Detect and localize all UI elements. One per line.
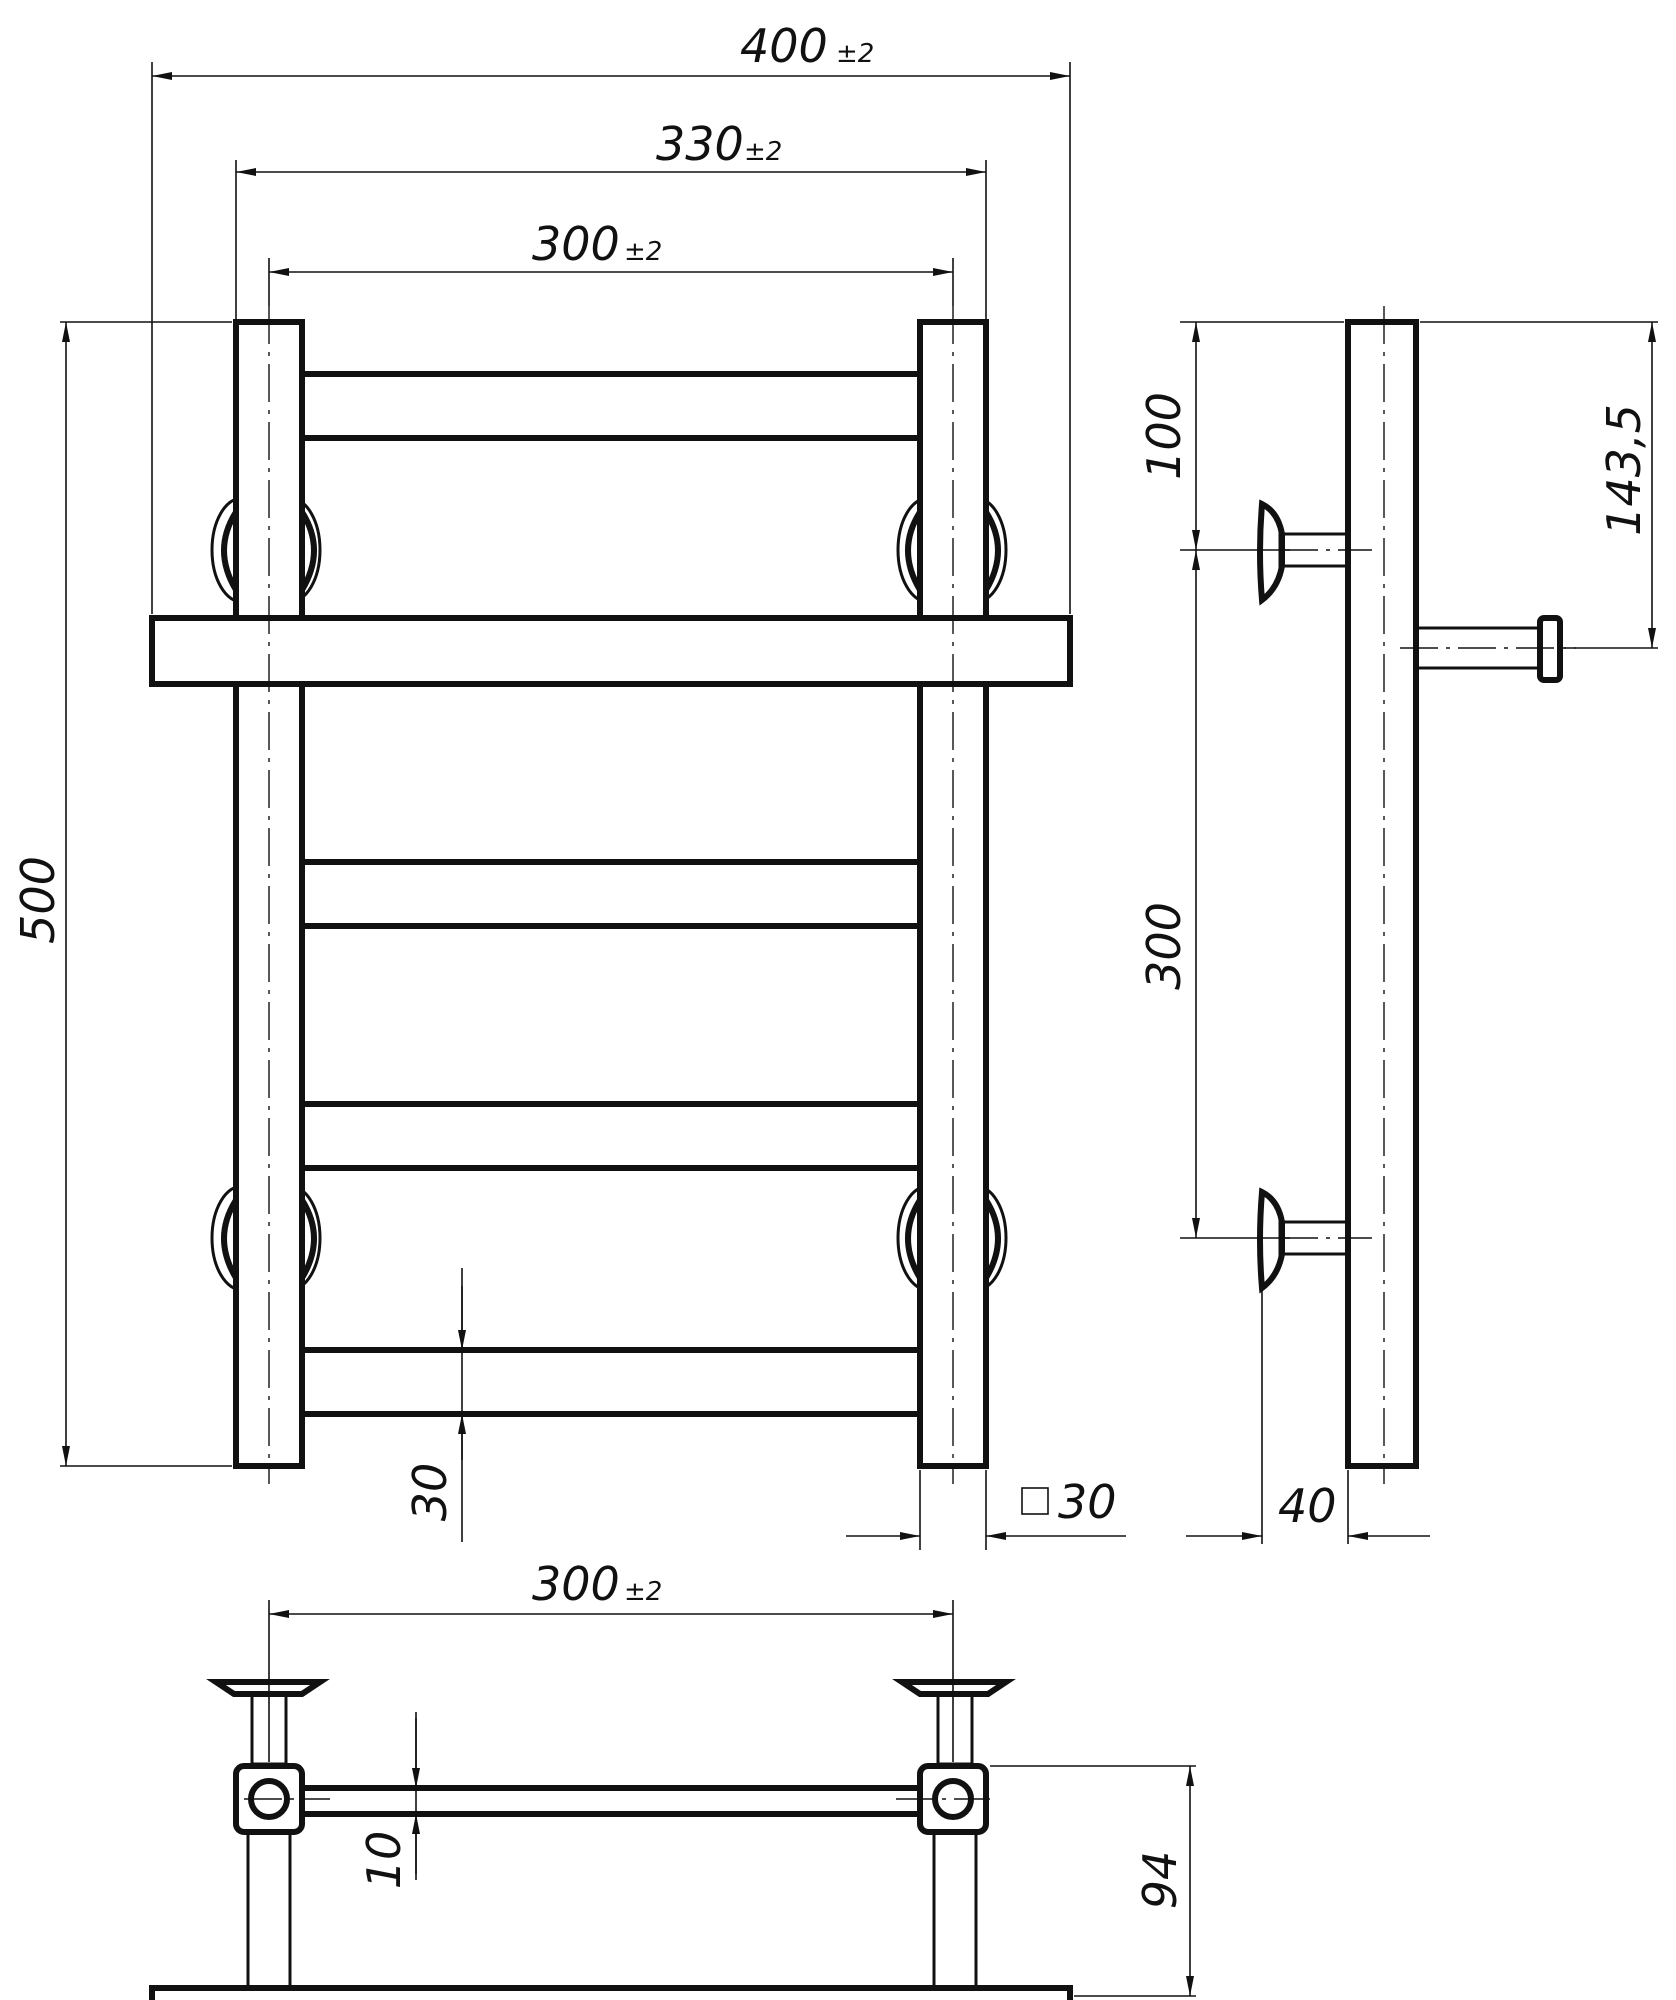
shelf-top-view (149, 1985, 1073, 2000)
shelf-holder (1400, 615, 1576, 683)
dim-total-width: 400 ±2 (152, 19, 1070, 80)
dim-depth: 40 (1186, 1479, 1430, 1540)
dim-inner-width: 300 ±2 (269, 217, 953, 276)
dim-bar-gap-value: 30 (403, 1463, 457, 1522)
dim-top-offset-value: 100 (1137, 392, 1191, 480)
dim-top-inner-width-tolerance: ±2 (624, 1577, 662, 1607)
dim-mount-spacing: 300 (1137, 550, 1200, 1238)
dim-inner-width-value: 300 (532, 217, 620, 271)
dim-height: 500 (11, 322, 70, 1466)
dim-top-inner-width: 300 ±2 (269, 1557, 953, 1618)
dim-total-depth: 94 (1133, 1766, 1194, 1996)
front-view: 400 ±2 330 ±2 300 ±2 500 30 (11, 19, 1126, 1550)
dim-bar-thickness: 10 (357, 1718, 420, 1890)
dim-outer-width-tolerance: ±2 (744, 137, 782, 167)
dim-tube-section: 30 (846, 1475, 1126, 1540)
dim-depth-value: 40 (1278, 1479, 1337, 1533)
dim-total-depth-value: 94 (1133, 1851, 1187, 1910)
top-shelf (149, 615, 1073, 687)
dim-total-width-value: 400 (740, 19, 828, 73)
square-section-icon (1021, 1487, 1049, 1515)
side-tube (1345, 319, 1419, 1469)
top-crossbar (299, 1785, 923, 1817)
dim-top-offset: 100 (1137, 322, 1200, 550)
dim-bar-thickness-value: 10 (357, 1831, 411, 1890)
dim-height-value: 500 (11, 856, 65, 944)
dim-shelf-offset: 143,5 (1597, 322, 1656, 648)
dim-tube-section-value: 30 (1058, 1475, 1117, 1529)
dim-shelf-offset-value: 143,5 (1597, 404, 1651, 536)
dim-outer-width: 330 ±2 (236, 117, 986, 176)
dim-top-inner-width-value: 300 (532, 1557, 620, 1611)
dim-total-width-tolerance: ±2 (836, 39, 874, 69)
side-view: 100 300 143,5 40 (1137, 306, 1658, 1544)
dim-bar-gap: 30 (403, 1286, 466, 1522)
dim-inner-width-tolerance: ±2 (624, 237, 662, 267)
crossbars (299, 371, 923, 1417)
top-view: 300 ±2 10 94 (149, 1557, 1196, 2000)
dim-outer-width-value: 330 (656, 117, 744, 171)
dim-mount-spacing-value: 300 (1137, 902, 1191, 990)
